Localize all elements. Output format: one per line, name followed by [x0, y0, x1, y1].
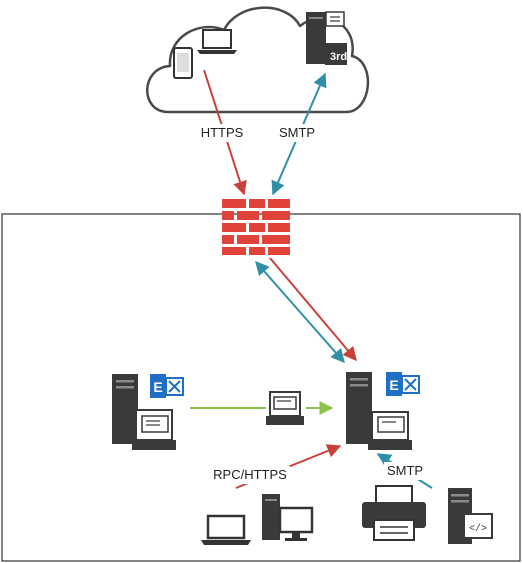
phone-icon: [173, 47, 193, 79]
rpc-label-bg: [212, 466, 290, 484]
smtp-arrow-internal: [255, 260, 345, 364]
firewall-icon: [222, 199, 290, 255]
mail-queue-icon: [266, 388, 306, 425]
smtp-top-label: SMTP: [279, 125, 315, 140]
rpc-https-label: RPC/HTTPS: [213, 467, 287, 482]
mail-queue-icon: [368, 411, 412, 450]
printer-icon: [362, 485, 426, 541]
desktop-computer-icon: [262, 494, 314, 541]
application-server-icon: </>: [448, 488, 493, 544]
https-label: HTTPS: [201, 125, 244, 140]
svg-text:</>: </>: [469, 523, 487, 535]
laptop-icon: [201, 514, 251, 545]
laptop-icon: [197, 29, 237, 54]
svg-text:E: E: [389, 377, 398, 393]
exchange-server-icon: E: [346, 372, 420, 444]
https-label-bg: [196, 124, 248, 142]
smtp-bottom-label: SMTP: [387, 463, 423, 478]
third-party-mail-server-icon: 3rd: [306, 11, 347, 65]
svg-text:E: E: [153, 379, 162, 395]
smtp-bottom-label-bg: [384, 462, 426, 480]
internal-network-boundary: [1, 213, 521, 562]
exchange-server-icon: E: [112, 374, 184, 444]
smtp-top-label-bg: [276, 124, 318, 142]
mail-queue-icon: [132, 409, 176, 450]
third-party-label: 3rd: [330, 51, 347, 63]
https-arrow-internal: [269, 257, 357, 362]
